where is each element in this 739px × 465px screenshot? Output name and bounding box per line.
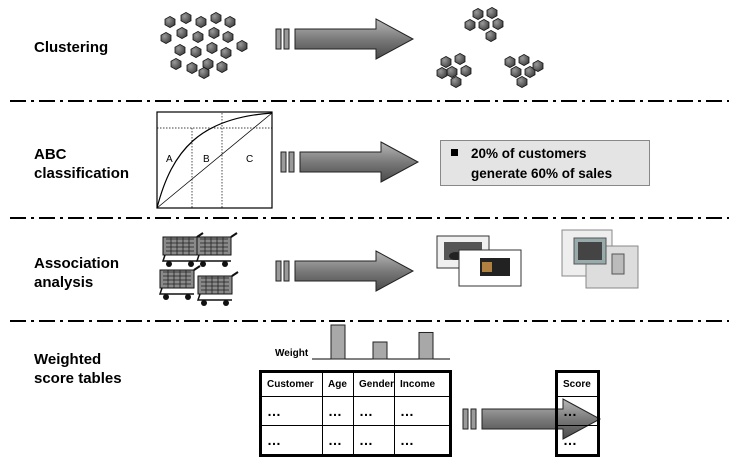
table-row: … xyxy=(556,396,599,426)
abc-callout-line-2: generate 60% of sales xyxy=(471,166,613,181)
weight-bar xyxy=(372,341,388,360)
weight-bar xyxy=(330,324,346,360)
row-label-clustering: Clustering xyxy=(34,39,109,56)
table-cell: … xyxy=(394,396,451,426)
abc-segment-c: C xyxy=(246,154,254,165)
row-label-abc-classification: ABC classification xyxy=(34,146,130,182)
battery-product-icon xyxy=(458,249,522,287)
table-cell: … xyxy=(260,396,323,426)
abc-segment-a: A xyxy=(166,154,173,165)
table-row: … xyxy=(556,425,599,456)
flow-arrow xyxy=(275,18,414,60)
abc-curve-chart xyxy=(156,111,273,209)
table-cell: … xyxy=(394,425,451,456)
table-cell: … xyxy=(556,425,599,456)
table-cell: … xyxy=(556,396,599,426)
hexagon-dots-icon xyxy=(160,11,248,79)
table-row: … … … … xyxy=(260,425,451,456)
table-cell: … xyxy=(322,425,354,456)
score-table: Customer Age Gender Income … … … … … … …… xyxy=(259,370,452,457)
abc-callout-line-1: 20% of customers xyxy=(471,146,587,161)
computer-monitor-icon xyxy=(561,229,639,289)
result-score-table: Score … … xyxy=(555,370,600,457)
column-header: Gender xyxy=(352,371,396,397)
weight-bar xyxy=(418,331,434,360)
column-header: Score xyxy=(556,371,599,397)
column-header: Income xyxy=(394,371,451,397)
table-cell: … xyxy=(260,425,323,456)
bullet-icon xyxy=(451,149,458,156)
column-header: Customer xyxy=(260,371,323,397)
abc-callout: 20% of customers generate 60% of sales xyxy=(440,140,650,186)
table-cell: … xyxy=(352,396,396,426)
table-header-row: Customer Age Gender Income xyxy=(260,371,451,397)
weight-label: Weight xyxy=(275,348,309,359)
hexagon-clusters-icon xyxy=(436,7,544,88)
row-label-association-analysis: Association analysis xyxy=(34,255,120,291)
flow-arrow xyxy=(280,141,419,183)
abc-segment-b: B xyxy=(203,154,210,165)
row-label-weighted-score-tables: Weighted score tables xyxy=(34,351,122,387)
table-row: … … … … xyxy=(260,396,451,426)
table-header-row: Score xyxy=(556,371,599,397)
table-cell: … xyxy=(352,425,396,456)
table-cell: … xyxy=(322,396,354,426)
weight-bar-chart xyxy=(312,324,450,360)
shopping-cart-icon xyxy=(159,232,239,307)
flow-arrow xyxy=(275,250,414,292)
column-header: Age xyxy=(322,371,354,397)
